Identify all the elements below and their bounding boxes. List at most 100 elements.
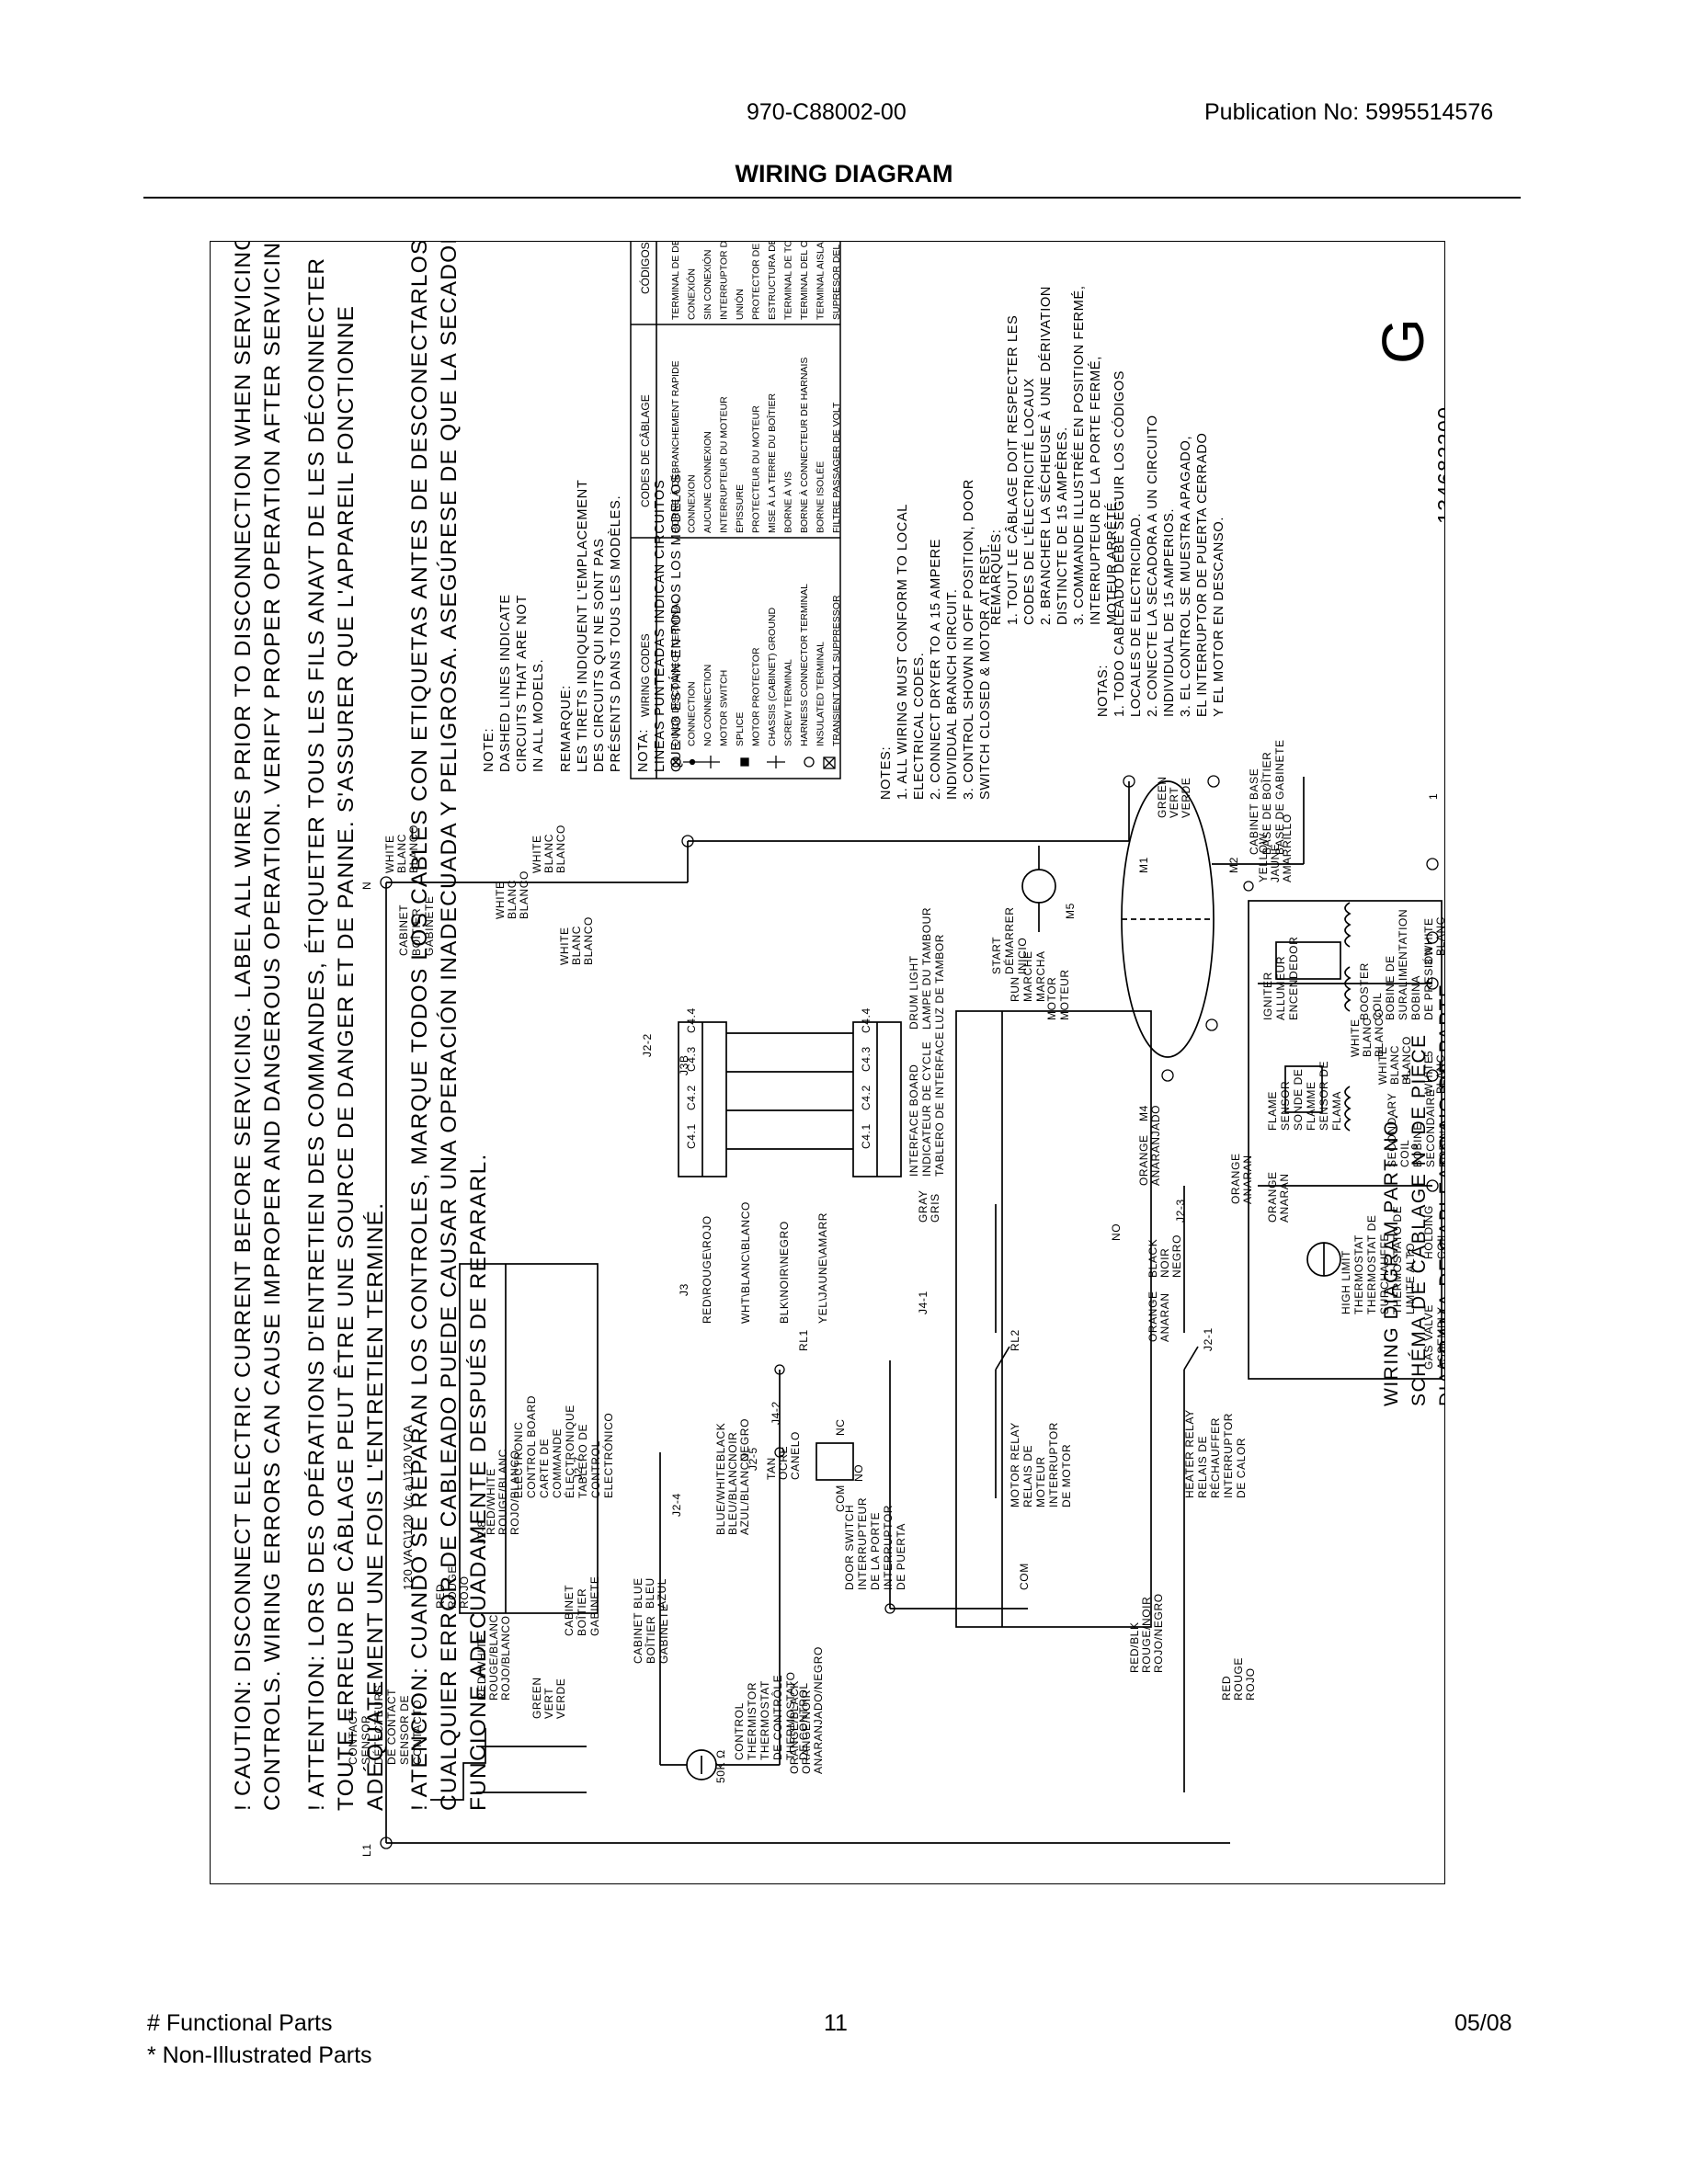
wiring-codes-header: CÓDIGOS DE CABLEADO — [638, 241, 652, 294]
control-board-label: TABLERO DE — [576, 1424, 589, 1498]
gas-valve-label: GAS VALVE — [1422, 1304, 1435, 1370]
rotated-diagram: ! CAUTION: DISCONNECT ELECTRIC CURRENT B… — [231, 241, 1445, 1857]
door-com: COM — [834, 1484, 847, 1512]
caution-line: CUALQUIER ERROR DE CABLEADO PUEDE CAUSAR… — [437, 241, 462, 1811]
note-line: PRÉSENTS DANS TOUS LES MODÈLES. — [608, 495, 623, 772]
wiring-code-en: TRANSIENT VOLT SUPPRESSOR — [831, 595, 842, 746]
caution-line: TOUTE ERREUR DE CÂBLAGE PEUT ÊTRE UNE SO… — [334, 305, 359, 1811]
terminal-c4-1b: C4.1 — [860, 1123, 873, 1149]
igniter-label: ALLUMEUR — [1274, 956, 1287, 1020]
note-line: NOTA: — [636, 729, 651, 772]
wire-white-n: BLANC — [395, 834, 408, 873]
wire-white-m5: BLANC — [570, 926, 583, 965]
igniter-label: ENCENDEDOR — [1287, 937, 1300, 1020]
flame-sensor-label: FLAMME — [1305, 1081, 1317, 1131]
wire-red-bottom: RED — [1220, 1676, 1233, 1701]
wire-white-booster: WHITE — [1422, 1055, 1435, 1094]
wiring-code-en: CONNECTION — [687, 681, 698, 746]
relay-rl2: RL2 — [1009, 1329, 1021, 1351]
wiring-code-fr: BORNE ISOLÉE — [815, 461, 827, 533]
motor-run-label: MARCHE — [1021, 950, 1034, 1002]
igniter-label: IGNITER — [1261, 972, 1274, 1020]
secondary-coil-label: COIL — [1398, 1140, 1411, 1167]
wire-black-high-limit: NOIR — [1158, 1248, 1171, 1278]
contact-sensor-label: CONTACTO — [411, 1700, 424, 1765]
wire-white-flame: BLANCO — [1373, 1008, 1386, 1057]
wire-red-black: RED/BLK — [1128, 1621, 1141, 1673]
cabinet-ground-label-b: CABINET — [563, 1585, 576, 1636]
control-board-label: ELECTRONIC — [512, 1422, 525, 1498]
caution-line: FUNCIONE ADECUADAMENTE DESPUÉS DE REPARA… — [466, 1154, 491, 1812]
motor-start-label: DÉMARRER — [1002, 907, 1016, 974]
booster-coil-label: COIL — [1371, 993, 1384, 1020]
notes-es-line: Y EL MOTOR EN DESCANSO. — [1212, 517, 1226, 717]
wire-green: VERT — [542, 1688, 555, 1719]
wire-white-m5: WHITE — [558, 927, 571, 965]
thermistor-resistance: 50K Ω — [714, 1749, 727, 1783]
cabinet-ground-label-c: BOÎTIER — [409, 908, 423, 956]
wire-white-secondary: BLANC — [1388, 1045, 1401, 1085]
wiring-code-es: ESTRUCTURA DE LA BASE DEL GABINETE — [767, 241, 778, 320]
booster-coil-label: BOBINE DE — [1384, 955, 1397, 1020]
wire-red: ROJO — [458, 1575, 471, 1609]
caution-line: CONTROLS. WIRING ERRORS CAN CAUSE IMPROP… — [260, 241, 285, 1811]
notes-en-line: NOTES: — [879, 746, 894, 800]
wire-white-light: WHITE — [494, 881, 507, 919]
wire-black-high-limit: NEGRO — [1170, 1234, 1183, 1278]
header-rule — [143, 197, 1521, 199]
terminal-j2-5: J2-5 — [747, 1447, 759, 1471]
cabinet-base-label: BASE DE BOÎTIER — [1260, 752, 1273, 855]
heater-relay-label: RELAIS DE — [1196, 1436, 1209, 1498]
wiring-diagram: ! CAUTION: DISCONNECT ELECTRIC CURRENT B… — [231, 241, 1445, 1857]
wire-red-white: RED/WHITE — [475, 1633, 488, 1701]
terminal-c4-4b: C4.4 — [860, 1007, 873, 1033]
wiring-code-en: MOTOR PROTECTOR — [751, 647, 762, 746]
wiring-code-fr: CONNEXION — [687, 474, 698, 533]
diagram-frame — [210, 241, 1445, 1884]
wiring-code-es: TERMINAL DE TORNILLO — [783, 241, 794, 320]
notes-en-line: INDIVIDUAL BRANCH CIRCUIT. — [945, 588, 960, 800]
motor-relay-label: RELAIS DE — [1021, 1445, 1034, 1507]
wire-orange-4: ANARAN — [1158, 1292, 1171, 1342]
footer-date: 05/08 — [1454, 2010, 1512, 2036]
notes-es-line: NOTAS: — [1096, 665, 1111, 717]
note-line: CIRCUITS THAT ARE NOT — [515, 595, 530, 772]
note-line: REMARQUE: — [559, 685, 574, 772]
door-switch-label: DOOR SWITCH — [843, 1505, 856, 1590]
wiring-code-es: INTERRUPTOR DE MOTOR — [719, 241, 730, 320]
cabinet-base-label: BASE DE GABINETE — [1273, 739, 1286, 855]
notes-en-line: SWITCH CLOSED & MOTOR AT REST. — [978, 543, 993, 800]
heater-com: COM — [1018, 1563, 1031, 1590]
wire-orange-2: ORANGE — [1229, 1153, 1242, 1204]
motor-start-label: START — [990, 937, 1003, 974]
control-board-label: ELECTRÓNICO — [601, 1413, 615, 1498]
holding-coil-label: COIL — [1435, 1232, 1445, 1259]
wire-white-m5: BLANCO — [582, 916, 595, 965]
wire-white-igniter: WHITE — [1422, 917, 1435, 956]
control-board-label: CONTROL — [589, 1440, 602, 1498]
wiring-code-en: SCREW TERMINAL — [783, 659, 794, 746]
notes-es-line: 3. EL CONTROL SE MUESTRA APAGADO, — [1179, 436, 1193, 717]
wire-orange-black: ORANGE/BLACK — [788, 1680, 801, 1774]
wire-green: GREEN — [530, 1677, 543, 1719]
motor-relay-label: INTERRUPTOR — [1047, 1422, 1060, 1507]
wiring-code-en: NO CONNECTION — [702, 665, 713, 746]
notes-en-line: ELECTRICAL CODES. — [912, 653, 927, 800]
door-no: NO — [852, 1464, 865, 1482]
functional-parts-note: # Functional Parts — [147, 2010, 333, 2036]
control-thermistor-label: CONTROL — [733, 1702, 746, 1760]
harness-wire-label: BLK\NOIR\NEGRO — [778, 1221, 791, 1324]
high-limit-label: LIMITE ALTO — [1404, 1243, 1417, 1314]
wiring-code-en: MOTOR SWITCH — [719, 670, 730, 746]
notes-es-line: LOCALES DE ELECTRICIDAD. — [1129, 513, 1144, 717]
caution-line: ! ATTENTION: LORS DES OPÉRATIONS D'ENTRE… — [304, 257, 329, 1811]
high-limit-label: HIGH LIMIT — [1340, 1250, 1352, 1314]
note-line: IN ALL MODELS. — [531, 659, 546, 772]
terminal-j2-2: J2-2 — [641, 1033, 654, 1057]
terminal-j3: J3 — [678, 1283, 690, 1296]
caution-line: ! CAUTION: DISCONNECT ELECTRIC CURRENT B… — [231, 241, 256, 1811]
wire-red: RED — [434, 1584, 447, 1609]
harness-wire-label: YEL\JAUNE\AMARR — [816, 1212, 829, 1324]
